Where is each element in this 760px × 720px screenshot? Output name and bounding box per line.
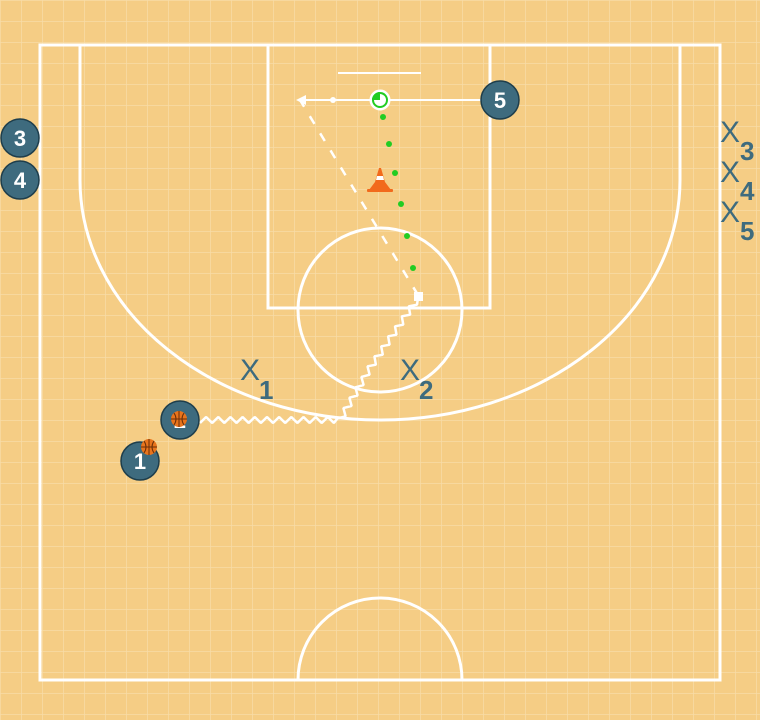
dribble-path — [199, 297, 420, 424]
player-3-label: 3 — [14, 126, 26, 151]
defender-x2-number: 2 — [419, 375, 433, 405]
play-paths — [199, 95, 485, 424]
defender-x4[interactable]: X 4 — [720, 156, 755, 206]
free-throw-circle — [296, 226, 464, 394]
defender-x4-letter: X — [720, 156, 740, 189]
defender-x2[interactable]: X 2 — [400, 354, 433, 405]
basketball-icon — [141, 439, 157, 455]
cone-base-marker — [414, 292, 423, 301]
three-point-line — [78, 45, 682, 422]
defender-x4-number: 4 — [740, 176, 755, 206]
pass-marker-dot — [330, 97, 336, 103]
court-lines — [38, 43, 722, 682]
defender-x3-letter: X — [720, 116, 740, 149]
paint-lane — [266, 43, 492, 310]
defender-x3-number: 3 — [740, 136, 754, 166]
defender-x1-number: 1 — [259, 375, 273, 405]
player-4-label: 4 — [14, 168, 27, 193]
defender-x1[interactable]: X 1 — [240, 354, 273, 405]
defender-x2-letter: X — [400, 354, 420, 387]
defender-x5-letter: X — [720, 196, 740, 229]
target-icon — [369, 89, 391, 111]
trail-dot — [392, 170, 398, 176]
trail-dot — [380, 114, 386, 120]
defender-x5[interactable]: X 5 — [720, 196, 754, 246]
trail-dot — [386, 141, 392, 147]
offense-player-5[interactable]: 5 — [480, 80, 520, 120]
trail-dot — [410, 265, 416, 271]
player-5-label: 5 — [494, 88, 506, 113]
player-1-label: 1 — [134, 449, 146, 474]
offense-player-4[interactable]: 4 — [0, 160, 40, 200]
trail-dot — [398, 201, 404, 207]
trail-dot — [404, 233, 410, 239]
defender-x1-letter: X — [240, 354, 260, 387]
cone-icon — [367, 168, 393, 192]
offense-player-3[interactable]: 3 — [0, 118, 40, 158]
basketball-icon — [171, 411, 187, 427]
center-circle — [296, 596, 464, 681]
defender-x5-number: 5 — [740, 216, 754, 246]
defender-x3[interactable]: X 3 — [720, 116, 754, 166]
